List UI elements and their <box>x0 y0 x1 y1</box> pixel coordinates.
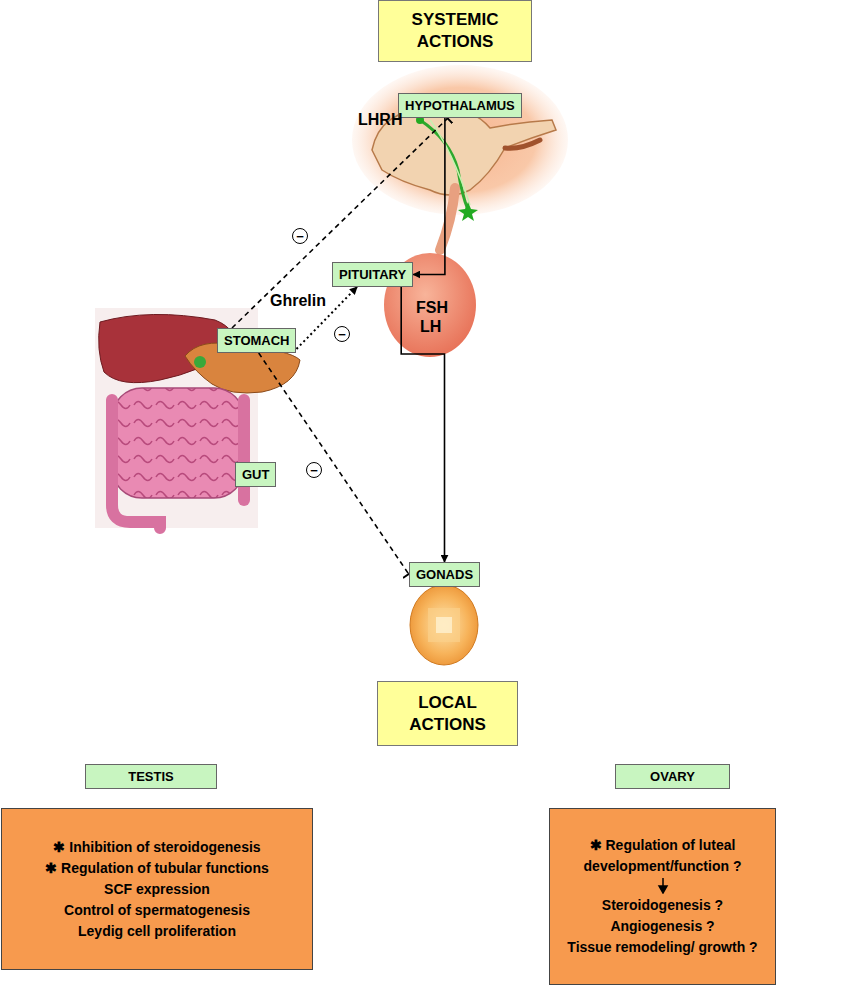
organ-tag: PITUITARY <box>332 262 413 287</box>
connector <box>259 353 409 575</box>
action-list-box: ✱ Regulation of luteal development/funct… <box>549 808 776 985</box>
inhibition-sign: − <box>292 228 308 244</box>
box-text: Angiogenesis ? <box>558 916 767 937</box>
gonad-organ <box>410 585 478 665</box>
box-text: Steroidogenesis ? <box>558 895 767 916</box>
neuron <box>420 120 468 210</box>
box-text: HYPOTHALAMUS <box>405 97 515 114</box>
organ-tag: TESTIS <box>85 764 217 789</box>
box-text: Tissue remodeling/ growth ? <box>558 937 767 958</box>
gallbladder <box>194 356 206 368</box>
inhibition-sign: − <box>306 462 322 478</box>
box-text: Leydig cell proliferation <box>10 921 304 942</box>
neuron-inner <box>430 120 470 205</box>
box-text: LOCAL ACTIONS <box>384 692 511 736</box>
box-text: ✱ Regulation of luteal development/funct… <box>558 835 767 877</box>
connector <box>413 118 445 275</box>
down-arrow <box>657 878 669 894</box>
gonad-core <box>436 617 452 633</box>
brain-glow <box>352 65 568 215</box>
box-text: ✱ Inhibition of steroidogenesis <box>10 837 304 858</box>
connector <box>232 118 448 328</box>
small-intestine <box>112 388 244 498</box>
inhibition-sign: − <box>334 326 350 342</box>
neuron-terminal <box>458 202 478 221</box>
box-text: Control of spermatogenesis <box>10 900 304 921</box>
organ-tag: OVARY <box>615 764 730 789</box>
organ-tag: STOMACH <box>217 328 296 353</box>
box-text: ✱ Regulation of tubular functions <box>10 858 304 879</box>
organ-tag: HYPOTHALAMUS <box>398 93 522 118</box>
box-text: OVARY <box>622 768 723 785</box>
box-text: TESTIS <box>92 768 210 785</box>
box-text: STOMACH <box>224 332 289 349</box>
hormone-label: Ghrelin <box>270 292 326 310</box>
hormone-label: LHRH <box>358 111 402 129</box>
gonad-inner <box>428 608 460 642</box>
box-text: SYSTEMIC ACTIONS <box>385 9 525 53</box>
heading-box: SYSTEMIC ACTIONS <box>378 0 532 62</box>
hormone-label: FSH <box>416 299 448 317</box>
box-text: SCF expression <box>10 879 304 900</box>
organ-tag: GUT <box>235 462 276 487</box>
pituitary-stalk <box>440 188 455 250</box>
heading-box: LOCAL ACTIONS <box>377 681 518 746</box>
organ-tag: GONADS <box>409 562 480 587</box>
hormone-label: LH <box>420 318 441 336</box>
box-text: GUT <box>242 466 269 483</box>
large-intestine <box>112 400 160 528</box>
brain-tract <box>505 140 540 148</box>
box-text: GONADS <box>416 566 473 583</box>
connector <box>401 287 444 562</box>
action-list-box: ✱ Inhibition of steroidogenesis✱ Regulat… <box>1 808 313 970</box>
box-text: PITUITARY <box>339 266 406 283</box>
